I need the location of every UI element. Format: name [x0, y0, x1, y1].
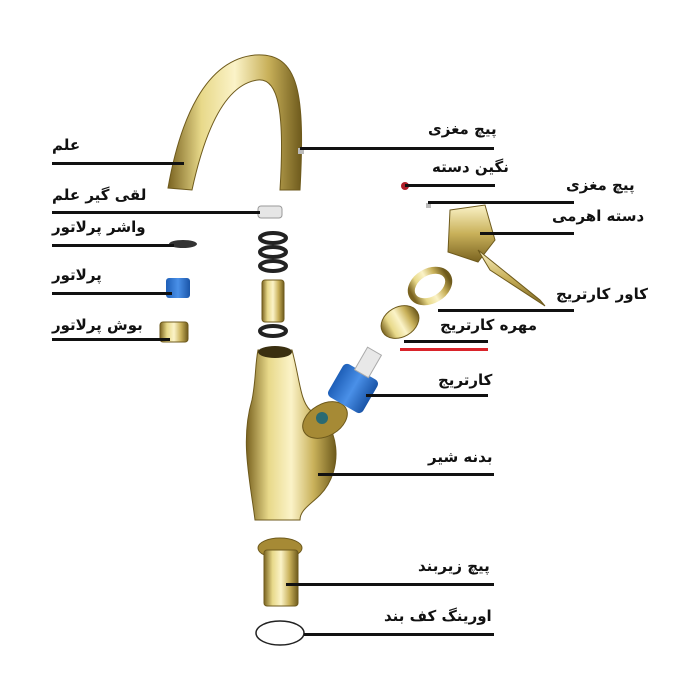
mounting-screw-icon [257, 537, 303, 607]
leader-line [318, 473, 494, 476]
label-grub-screw-handle: پیچ مغزی [566, 176, 635, 194]
spout-icon [167, 54, 303, 191]
leader-line [52, 338, 170, 341]
cartridge-nut-icon [380, 305, 420, 339]
label-spout-washer: لقی گیر علم [52, 186, 147, 204]
aerator-housing-icon [159, 321, 189, 343]
grub-screw-handle-icon [426, 203, 431, 208]
cartridge-cover-icon [407, 266, 453, 306]
label-handle-cap: نگین دسته [432, 158, 509, 176]
leader-line [52, 244, 174, 247]
label-faucet-body: بدنه شیر [428, 448, 493, 466]
lever-handle-icon [447, 204, 546, 307]
leader-line [428, 201, 574, 204]
label-lever-handle: دسته اهرمی [552, 207, 645, 225]
leader-line [405, 184, 495, 187]
label-cartridge: کارتریج [438, 371, 493, 389]
label-base-oring: اورینگ کف بند [384, 607, 492, 625]
cartridge-icon [328, 346, 383, 414]
label-mounting-screw: پیچ زیربند [418, 557, 490, 575]
leader-line [52, 162, 184, 165]
leader-line [286, 583, 494, 586]
label-spout: علم [52, 136, 81, 154]
leader-line [300, 147, 494, 150]
leader-line [52, 211, 260, 214]
leader-line [438, 309, 574, 312]
highlight-line [400, 348, 488, 351]
faucet-body-icon [245, 346, 348, 521]
base-oring-icon [255, 620, 305, 646]
label-cartridge-cover: کاور کارتریج [556, 285, 648, 303]
aerator-washer-icon [169, 240, 197, 248]
leader-line [52, 292, 172, 295]
leader-line [404, 340, 488, 343]
orings-icon [258, 231, 288, 338]
spout-washer-icon [257, 205, 283, 219]
grub-screw-icon [298, 148, 304, 154]
label-grub-screw-top: پیچ مغزی [428, 120, 497, 138]
leader-line [304, 633, 494, 636]
label-aerator-housing: بوش پرلاتور [52, 316, 143, 334]
leader-line [480, 232, 574, 235]
leader-line [366, 394, 488, 397]
aerator-icon [166, 278, 190, 298]
brass-insert-icon [261, 279, 285, 323]
label-cartridge-nut: مهره کارتریج [440, 316, 537, 334]
label-aerator-washer: واشر پرلاتور [52, 218, 146, 236]
label-aerator: پرلاتور [52, 266, 102, 284]
